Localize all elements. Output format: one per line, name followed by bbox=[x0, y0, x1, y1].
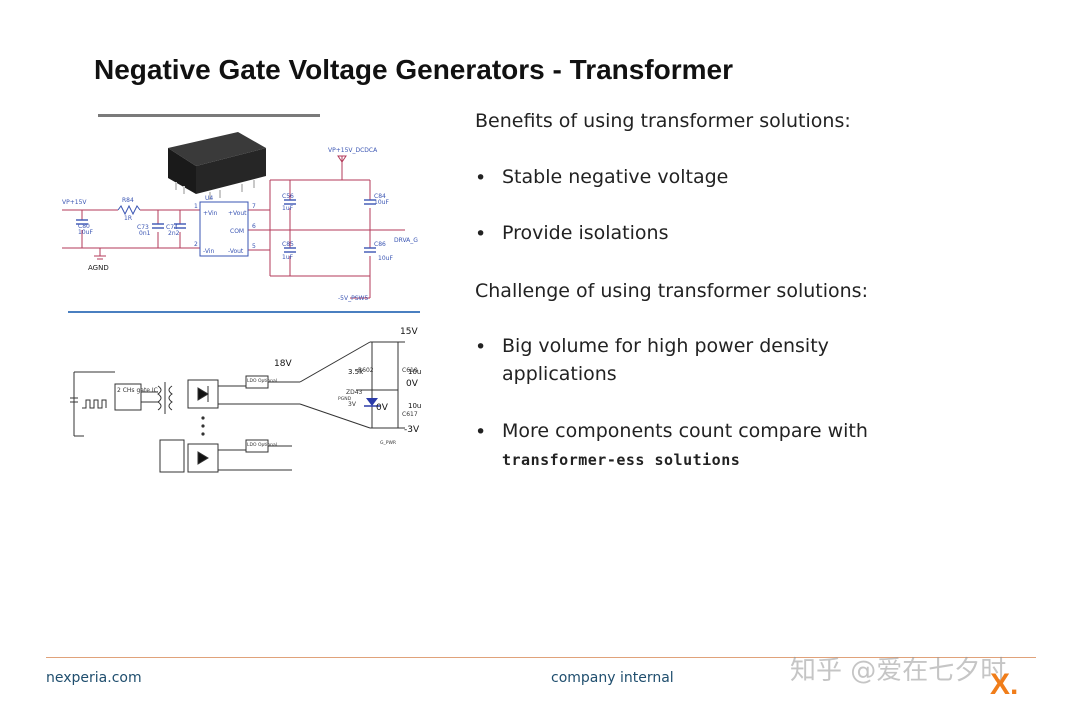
c56-label: C56 bbox=[282, 193, 294, 200]
pin-vout-pos: +Vout bbox=[228, 210, 247, 217]
pin-vout-neg: -Vout bbox=[228, 248, 244, 255]
c85-label: C85 bbox=[282, 241, 294, 248]
bullet-dot: • bbox=[475, 167, 487, 189]
pin-com: COM bbox=[230, 228, 244, 235]
challenge-heading: Challenge of using transformer solutions… bbox=[475, 280, 868, 302]
cap-bottom-value: 10u bbox=[408, 402, 421, 410]
benefit-text: Provide isolations bbox=[502, 222, 669, 244]
zener-label: ZD43 bbox=[346, 389, 363, 396]
vp-label: VP+15V bbox=[62, 199, 87, 206]
dcdc-module-photo bbox=[168, 132, 266, 200]
vneg-label: -3V bbox=[404, 425, 420, 435]
cap-bottom-name: C617 bbox=[402, 411, 418, 418]
title-underline bbox=[98, 114, 320, 117]
c86-value: 10uF bbox=[378, 255, 393, 262]
u4-label: U4 bbox=[205, 195, 213, 202]
cap-top-name: C610 bbox=[402, 367, 418, 374]
pin-7: 7 bbox=[252, 203, 256, 210]
c80-value: 10uF bbox=[78, 229, 93, 236]
output-label: G_PWR bbox=[380, 440, 396, 446]
c80-label: C80 bbox=[78, 223, 90, 230]
benefits-heading: Benefits of using transformer solutions: bbox=[475, 110, 851, 132]
dcdc-schematic: VP+15V VP+15V_DCDCA R84 1R C80 10uF C73 … bbox=[62, 132, 418, 302]
vp-dcdc-label: VP+15V_DCDCA bbox=[328, 147, 378, 154]
pgnd-label: PGND bbox=[338, 396, 352, 402]
watermark: 知乎 @爱在七夕时 bbox=[790, 656, 1007, 686]
bullet-dot: • bbox=[475, 223, 487, 245]
logo-letter: X bbox=[990, 668, 1011, 701]
schematic-divider bbox=[68, 311, 420, 313]
pin-6: 6 bbox=[252, 223, 256, 230]
challenge-mono-text: transformer-ess solutions bbox=[502, 451, 741, 469]
pin-vin-pos: +Vin bbox=[203, 210, 218, 217]
bullet-dot: • bbox=[475, 421, 487, 443]
zener-voltage: 3V bbox=[348, 401, 357, 408]
c73-value: 0n1 bbox=[139, 230, 151, 237]
cap-top-value: 10u bbox=[408, 368, 421, 376]
isolated-driver-schematic: 2 CHs gate IC LDO Optional LDO Optional … bbox=[70, 327, 421, 473]
bullet-dot: • bbox=[475, 336, 487, 358]
neg-power-label: -5V_PSW5 bbox=[338, 295, 368, 302]
v15-label: 15V bbox=[400, 327, 418, 337]
pin-5: 5 bbox=[252, 243, 256, 250]
r84-label: R84 bbox=[122, 197, 134, 204]
v0-top-label: 0V bbox=[406, 379, 419, 389]
ldo-label-2: LDO Optional bbox=[247, 442, 277, 448]
benefit-text: Stable negative voltage bbox=[502, 166, 729, 188]
ldo-label-1: LDO Optional bbox=[247, 378, 277, 384]
c73-label: C73 bbox=[137, 224, 149, 231]
challenge-text: More components count compare with bbox=[502, 420, 868, 442]
resistor-value: 3.5k bbox=[348, 368, 364, 376]
footer-website: nexperia.com bbox=[46, 670, 142, 686]
logo-dot: . bbox=[1010, 668, 1019, 701]
challenge-text: Big volume for high power density applic… bbox=[502, 335, 829, 385]
c74-value: 2n2 bbox=[168, 230, 180, 237]
pin-1: 1 bbox=[194, 203, 198, 210]
c84-value: 10uF bbox=[374, 199, 389, 206]
slide-title: Negative Gate Voltage Generators - Trans… bbox=[94, 54, 734, 85]
c56-value: 1uF bbox=[282, 205, 294, 212]
footer-classification: company internal bbox=[551, 670, 674, 686]
square-wave-icon bbox=[70, 397, 107, 409]
pin-2: 2 bbox=[194, 241, 198, 248]
pin-vin-neg: -Vin bbox=[203, 248, 214, 255]
drva-label: DRVA_G bbox=[394, 237, 418, 244]
challenge-text-wrap: More components count compare with trans… bbox=[502, 417, 1022, 474]
agnd-label: AGND bbox=[88, 264, 109, 272]
resistor-name: R602 bbox=[358, 367, 374, 374]
r84-value: 1R bbox=[124, 215, 132, 222]
v18-label: 18V bbox=[274, 359, 292, 369]
c74-label: C74 bbox=[166, 224, 178, 231]
v0-mid-label: 0V bbox=[376, 403, 389, 413]
c84-label: C84 bbox=[374, 193, 386, 200]
c85-value: 1uF bbox=[282, 254, 294, 261]
gate-ic-label: 2 CHs gate IC bbox=[117, 387, 158, 394]
c86-label: C86 bbox=[374, 241, 386, 248]
footer-rule bbox=[46, 657, 1036, 658]
nexperia-logo-icon: X. bbox=[990, 668, 1018, 702]
